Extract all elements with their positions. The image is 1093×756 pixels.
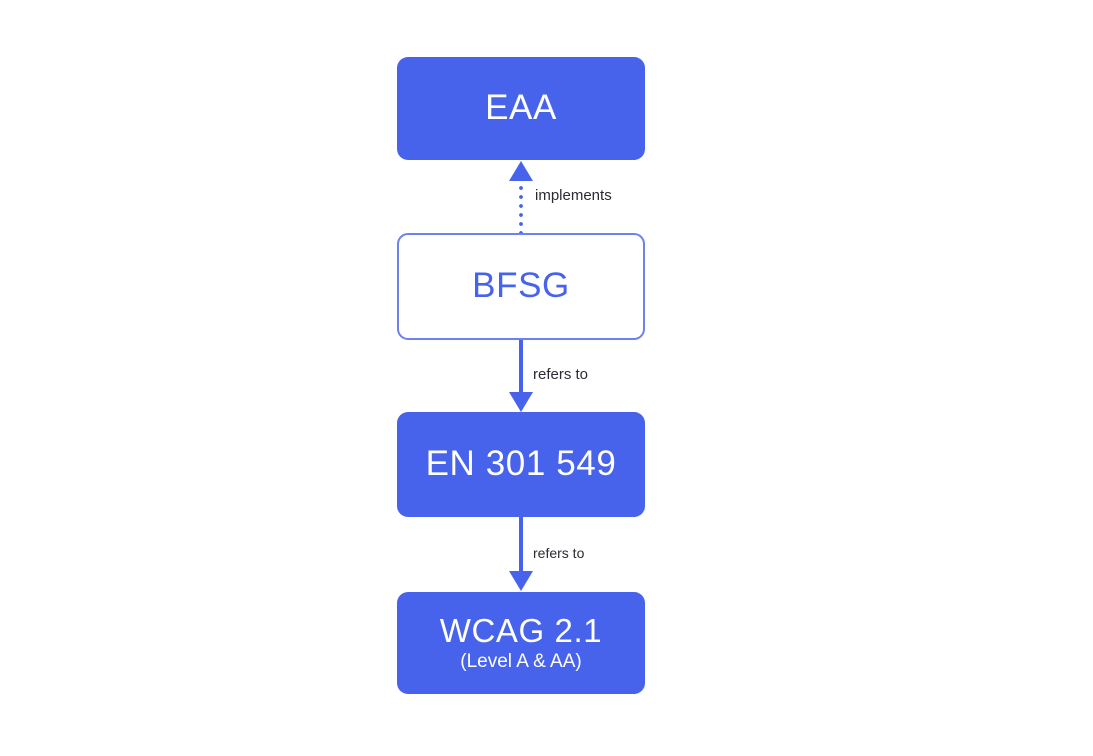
edge-refers-to-wcag-label: refers to xyxy=(533,545,585,561)
node-eaa[interactable]: EAA xyxy=(397,57,645,160)
edge-refers-to-wcag-line xyxy=(519,517,523,573)
node-en-301-549-title: EN 301 549 xyxy=(425,444,617,484)
edge-refers-to-en-label: refers to xyxy=(533,366,589,383)
node-bfsg-title: BFSG xyxy=(472,266,570,306)
edge-implements-label: implements xyxy=(535,187,612,204)
arrow-down-icon xyxy=(509,392,533,412)
node-en-301-549[interactable]: EN 301 549 xyxy=(397,412,645,517)
node-wcag-title: WCAG 2.1 xyxy=(439,612,603,650)
node-wcag-subtitle: (Level A & AA) xyxy=(460,650,582,672)
node-wcag[interactable]: WCAG 2.1 (Level A & AA) xyxy=(397,592,645,694)
node-bfsg[interactable]: BFSG xyxy=(397,233,645,340)
arrow-down-icon xyxy=(509,571,533,591)
edge-refers-to-en-line xyxy=(519,340,523,394)
arrow-up-icon xyxy=(509,161,533,181)
node-eaa-title: EAA xyxy=(485,88,557,128)
edge-implements-line xyxy=(519,186,523,234)
